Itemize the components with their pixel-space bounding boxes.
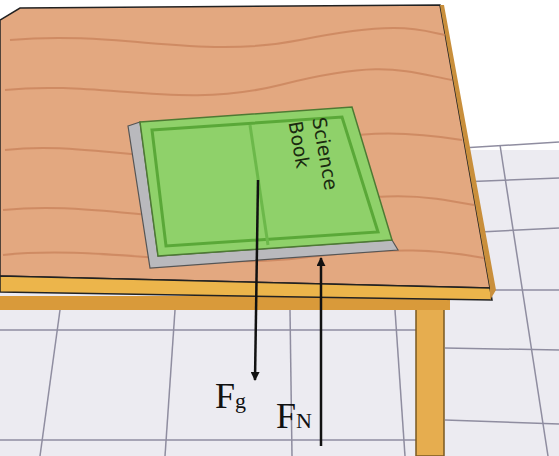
table-side: [440, 5, 496, 300]
force-label: Fg: [215, 378, 246, 414]
table-edge: [0, 276, 492, 300]
gravity-arrow: [255, 180, 258, 380]
book-cover-border: [152, 117, 378, 246]
wood-grain: [3, 28, 484, 261]
table-top: [0, 5, 490, 288]
table-leg: [416, 300, 444, 456]
book-cover: [140, 107, 392, 256]
force-label: FN: [276, 398, 312, 434]
normal-force-arrow: [320, 258, 323, 446]
